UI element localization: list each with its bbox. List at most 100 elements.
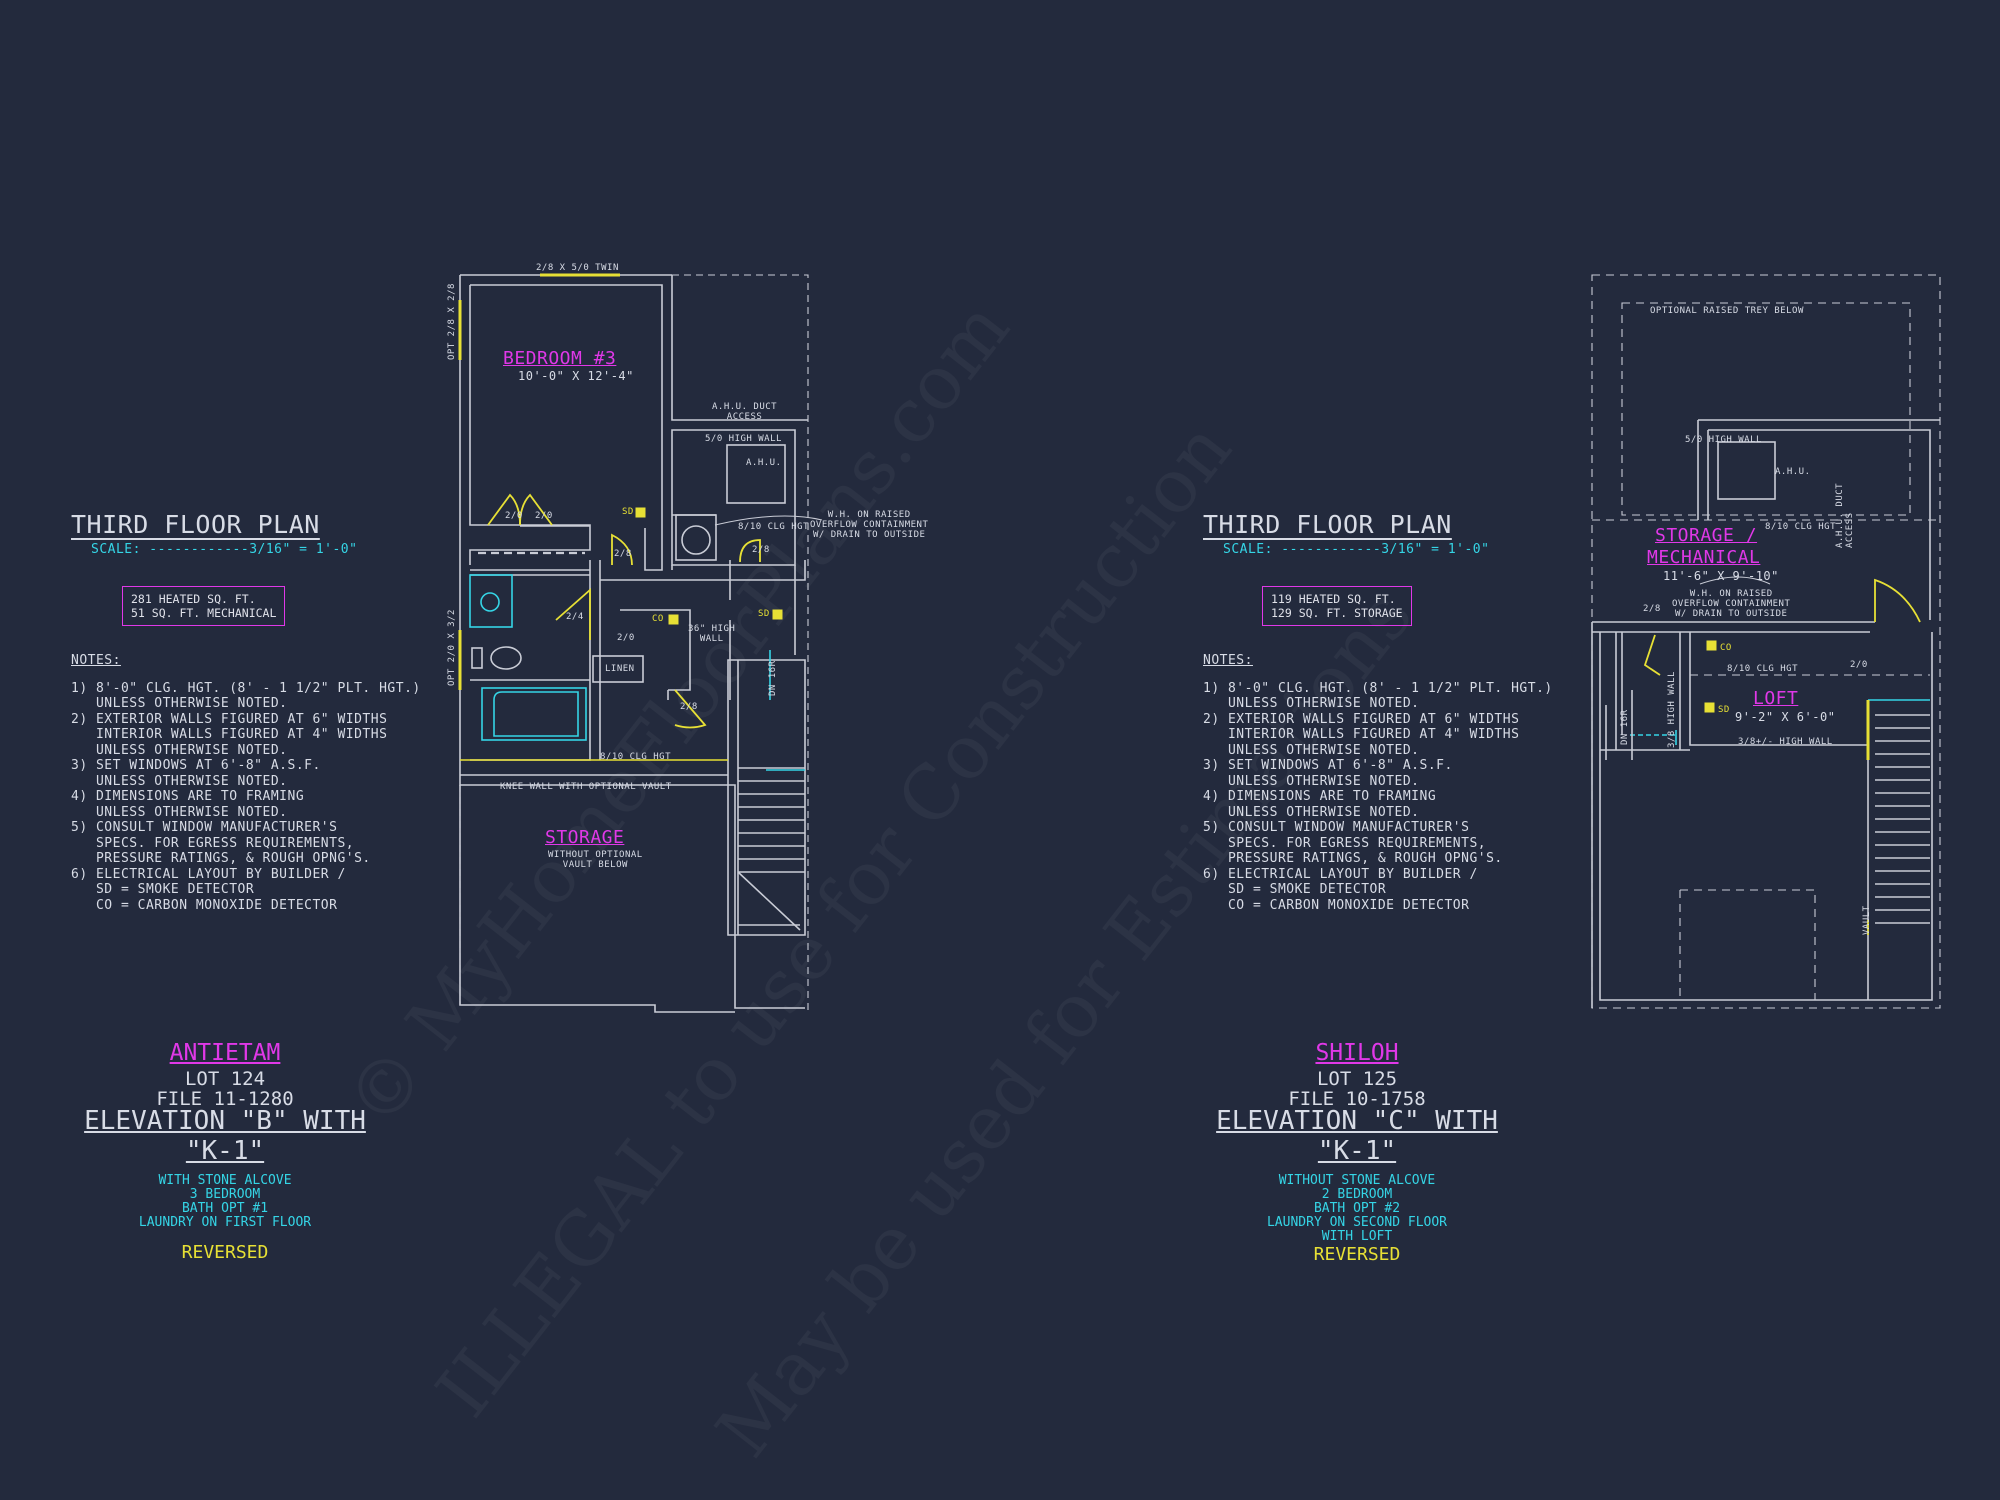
left-bedroom-dim: 10'-0" X 12'-4" [518, 369, 634, 383]
left-note-line: 3) SET WINDOWS AT 6'-8" A.S.F. [71, 758, 321, 773]
left-note-line: SPECS. FOR EGRESS REQUIREMENTS, [71, 835, 355, 851]
right-area-storage: 129 SQ. FT. STORAGE [1271, 606, 1403, 620]
left-plan-title: THIRD FLOOR PLAN [71, 510, 320, 539]
left-note-line: INTERIOR WALLS FIGURED AT 4" WIDTHS [71, 727, 388, 742]
left-label-door: 2/4 [566, 612, 584, 622]
right-label-high-wall: 5/0 HIGH WALL [1685, 435, 1762, 445]
left-label-ahu: A.H.U. [746, 458, 782, 468]
left-option: BATH OPT #1 [181, 1201, 269, 1216]
right-note-line: 1) 8'-0" CLG. HGT. (8' - 1 1/2" PLT. HGT… [1203, 680, 1553, 696]
left-note-line: UNLESS OTHERWISE NOTED. [71, 804, 288, 820]
left-label-sd-2: SD [758, 609, 770, 619]
left-label-door: 2/8 [752, 545, 770, 555]
left-room-storage: STORAGE [545, 827, 625, 848]
right-note-line: CO = CARBON MONOXIDE DETECTOR [1203, 897, 1470, 913]
left-room-bedroom: BEDROOM #3 [503, 348, 617, 369]
left-note-line: 5) CONSULT WINDOW MANUFACTURER'S [71, 820, 338, 835]
right-scale: SCALE: ------------3/16" = 1'-0" [1223, 542, 1490, 557]
right-notes-header: NOTES: [1203, 653, 1253, 668]
right-note-line: UNLESS OTHERWISE NOTED. [1203, 804, 1420, 820]
left-reversed: REVERSED [181, 1242, 269, 1263]
right-label-sd: SD [1718, 705, 1730, 715]
right-area-heated: 119 HEATED SQ. FT. [1271, 592, 1396, 606]
left-note-line: UNLESS OTHERWISE NOTED. [71, 696, 288, 711]
right-lot: LOT 125 [1316, 1068, 1398, 1090]
left-note-line: CO = CARBON MONOXIDE DETECTOR [71, 897, 338, 913]
left-note-line: 2) EXTERIOR WALLS FIGURED AT 6" WIDTHS [71, 711, 388, 727]
right-note-line: PRESSURE RATINGS, & ROUGH OPNG'S. [1203, 851, 1503, 866]
right-note-line: INTERIOR WALLS FIGURED AT 4" WIDTHS [1203, 727, 1520, 742]
right-label-wh: W.H. ON RAISED OVERFLOW CONTAINMENT W/ D… [1672, 589, 1791, 619]
right-label-high-wall-2: 3/8+/- HIGH WALL [1738, 737, 1833, 747]
left-area-box: 281 HEATED SQ. FT. 51 SQ. FT. MECHANICAL [122, 586, 286, 626]
right-label-trey: OPTIONAL RAISED TREY BELOW [1650, 306, 1804, 316]
right-label-ahu-access: A.H.U. DUCT ACCESS [1835, 482, 1855, 548]
right-option: WITHOUT STONE ALCOVE [1278, 1173, 1436, 1188]
left-scale: SCALE: ------------3/16" = 1'-0" [91, 542, 358, 557]
left-plan-name: ANTIETAM [169, 1040, 281, 1066]
right-label-vault: VAULT [1862, 905, 1872, 935]
right-storage-dim: 11'-6" X 9'-10" [1663, 569, 1779, 583]
left-label-clg: 8/10 CLG HGT [738, 522, 810, 532]
right-option: WITH LOFT [1321, 1229, 1393, 1244]
right-elevation: ELEVATION "C" WITH "K-1" [1216, 1106, 1498, 1166]
left-note-line: 1) 8'-0" CLG. HGT. (8' - 1 1/2" PLT. HGT… [71, 680, 421, 696]
left-label-door: 2/8 [614, 549, 632, 559]
right-label-clg-2: 8/10 CLG HGT [1727, 664, 1799, 674]
left-note-line: UNLESS OTHERWISE NOTED. [71, 742, 288, 758]
right-label-co: CO [1720, 643, 1732, 653]
left-label-window-side-2: OPT 2/0 X 3/2 [447, 609, 457, 686]
left-label-ahu-access: A.H.U. DUCT ACCESS [712, 402, 778, 422]
left-label-linen: LINEN [605, 664, 635, 674]
right-room-mechanical: MECHANICAL [1647, 547, 1761, 568]
left-lot: LOT 124 [184, 1068, 266, 1090]
right-label-door: 2/8 [1643, 604, 1661, 614]
left-label-door: 2/0 [617, 633, 635, 643]
left-note-line: UNLESS OTHERWISE NOTED. [71, 773, 288, 789]
left-note-line: 6) ELECTRICAL LAYOUT BY BUILDER / [71, 866, 346, 882]
right-room-storage: STORAGE / [1655, 525, 1758, 546]
right-title-block: SHILOH LOT 125 FILE 10-1758 ELEVATION "C… [1192, 1040, 1522, 1265]
left-option: LAUNDRY ON FIRST FLOOR [138, 1215, 312, 1230]
left-note-line: SD = SMOKE DETECTOR [71, 882, 255, 897]
right-label-high-wall-3: 3/8 HIGH WALL [1667, 671, 1677, 748]
right-note-line: UNLESS OTHERWISE NOTED. [1203, 742, 1420, 758]
right-label-door-2: 2/0 [1850, 660, 1868, 670]
left-label-stair-down: DN 16R [768, 660, 778, 696]
left-option: 3 BEDROOM [189, 1187, 261, 1202]
right-option: 2 BEDROOM [1321, 1187, 1393, 1202]
left-note-line: 4) DIMENSIONS ARE TO FRAMING [71, 789, 305, 804]
left-label-sd: SD [622, 507, 634, 517]
left-elevation: ELEVATION "B" WITH "K-1" [84, 1106, 366, 1166]
left-label-door: 2/0 [535, 511, 553, 521]
left-label-knee-wall: KNEE WALL WITH OPTIONAL VAULT [500, 782, 672, 792]
right-label-ahu: A.H.U. [1775, 467, 1811, 477]
right-note-line: SPECS. FOR EGRESS REQUIREMENTS, [1203, 835, 1487, 851]
left-label-wh: W.H. ON RAISED OVERFLOW CONTAINMENT W/ D… [810, 510, 929, 540]
right-loft-dim: 9'-2" X 6'-0" [1735, 710, 1836, 724]
left-option: WITH STONE ALCOVE [158, 1173, 292, 1188]
right-note-line: 2) EXTERIOR WALLS FIGURED AT 6" WIDTHS [1203, 711, 1520, 727]
right-label-stair-down: DN 16R [1620, 709, 1630, 745]
right-option: LAUNDRY ON SECOND FLOOR [1266, 1215, 1447, 1230]
right-note-line: 3) SET WINDOWS AT 6'-8" A.S.F. [1203, 758, 1453, 773]
left-label-door: 2/0 [505, 511, 523, 521]
left-note-line: PRESSURE RATINGS, & ROUGH OPNG'S. [71, 851, 371, 866]
right-option: BATH OPT #2 [1313, 1201, 1401, 1216]
right-reversed: REVERSED [1313, 1244, 1401, 1265]
right-note-line: UNLESS OTHERWISE NOTED. [1203, 696, 1420, 711]
left-notes: NOTES: 1) 8'-0" CLG. HGT. (8' - 1 1/2" P… [71, 653, 421, 913]
left-label-window-top: 2/8 X 5/0 TWIN [536, 263, 619, 273]
right-plan-title: THIRD FLOOR PLAN [1203, 510, 1452, 539]
right-note-line: UNLESS OTHERWISE NOTED. [1203, 773, 1420, 789]
right-note-line: SD = SMOKE DETECTOR [1203, 882, 1387, 897]
right-plan-name: SHILOH [1315, 1040, 1399, 1066]
left-label-door: 2/8 [680, 702, 698, 712]
left-label-co: CO [652, 614, 664, 624]
left-area-mechanical: 51 SQ. FT. MECHANICAL [131, 606, 277, 620]
right-note-line: 4) DIMENSIONS ARE TO FRAMING [1203, 789, 1437, 804]
right-area-box: 119 HEATED SQ. FT. 129 SQ. FT. STORAGE [1262, 586, 1412, 626]
right-file: FILE 10-1758 [1288, 1088, 1426, 1110]
right-note-line: 5) CONSULT WINDOW MANUFACTURER'S [1203, 820, 1470, 835]
